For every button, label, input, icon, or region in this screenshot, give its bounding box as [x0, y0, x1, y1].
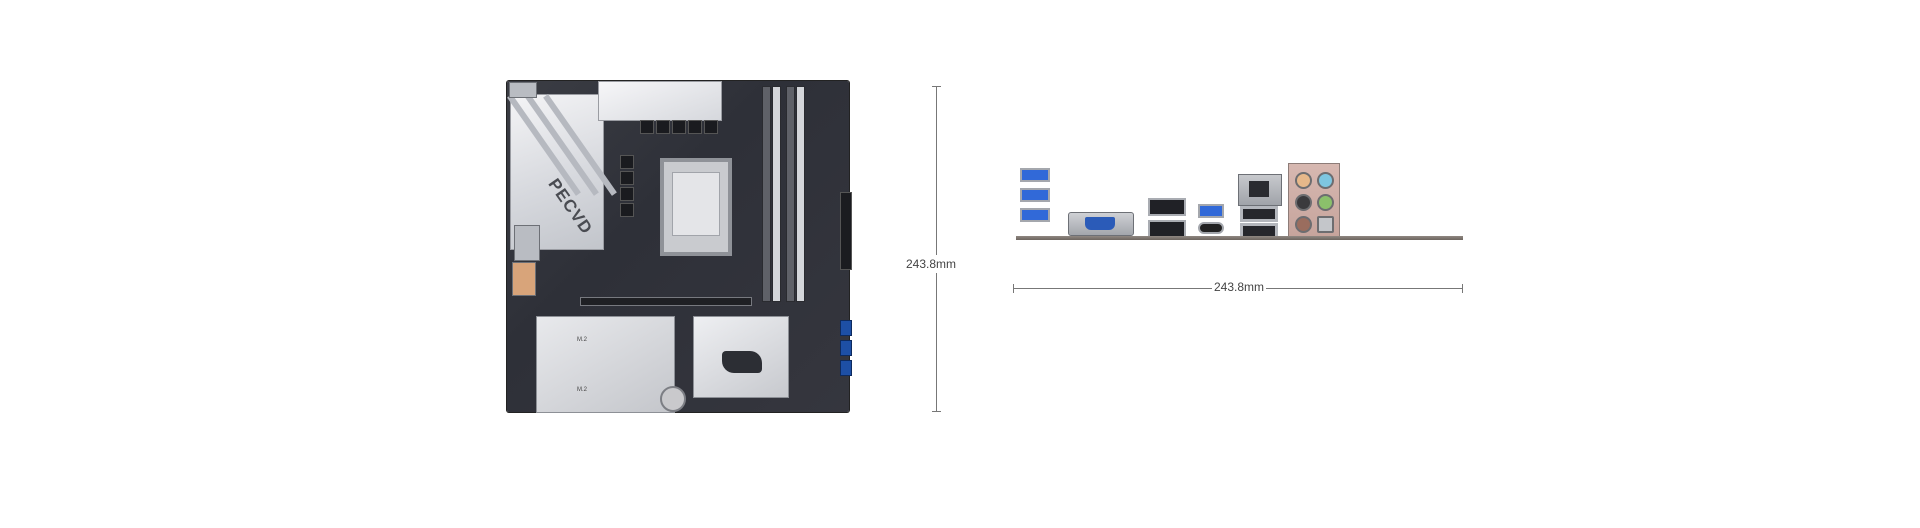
- usb-a-and-c-stack: [1198, 204, 1224, 238]
- width-dimension-tick-left: [1013, 284, 1014, 293]
- m2-label-top: M.2: [577, 337, 588, 343]
- sata-ports: [840, 320, 852, 380]
- m2-label-bottom: M.2: [577, 387, 588, 393]
- atx-power-connector: [840, 192, 852, 270]
- cpu-socket-icon: [660, 158, 732, 256]
- height-dimension-tick-bottom: [932, 411, 941, 412]
- dimm-slot-3: [786, 86, 795, 302]
- vrm-chokes: [640, 120, 720, 134]
- displayport-port: [1148, 198, 1186, 216]
- height-dimension-label: 243.8mm: [906, 255, 957, 273]
- audio-jack-panel: [1288, 163, 1340, 238]
- width-dimension-label: 243.8mm: [1212, 280, 1267, 294]
- height-dimension-line: [936, 86, 937, 412]
- height-dimension-tick-top: [932, 86, 941, 87]
- lan-port: [1238, 174, 1282, 206]
- cmos-battery: [660, 386, 686, 412]
- chipset-logo-icon: [722, 351, 762, 373]
- dimm-slot-2: [772, 86, 781, 302]
- board-io-audio: [512, 262, 536, 296]
- dimm-slot-1: [762, 86, 771, 302]
- width-dimension-tick-right: [1462, 284, 1463, 293]
- board-io-usb: [509, 82, 537, 98]
- pcie-slot: [580, 297, 752, 306]
- m2-heatsink: M.2 M.2: [536, 316, 675, 413]
- vrm-heatsink: [598, 81, 722, 121]
- dimm-slot-4: [796, 86, 805, 302]
- io-cover-shroud: [507, 94, 617, 250]
- vrm-chokes-left: [620, 155, 634, 245]
- usb2-stack: [1240, 206, 1280, 239]
- usb3-stack: [1020, 168, 1050, 234]
- board-io-lan: [514, 225, 540, 261]
- io-plate-edge: [1016, 236, 1463, 240]
- chipset-heatsink: [693, 316, 789, 398]
- vga-port: [1068, 212, 1134, 236]
